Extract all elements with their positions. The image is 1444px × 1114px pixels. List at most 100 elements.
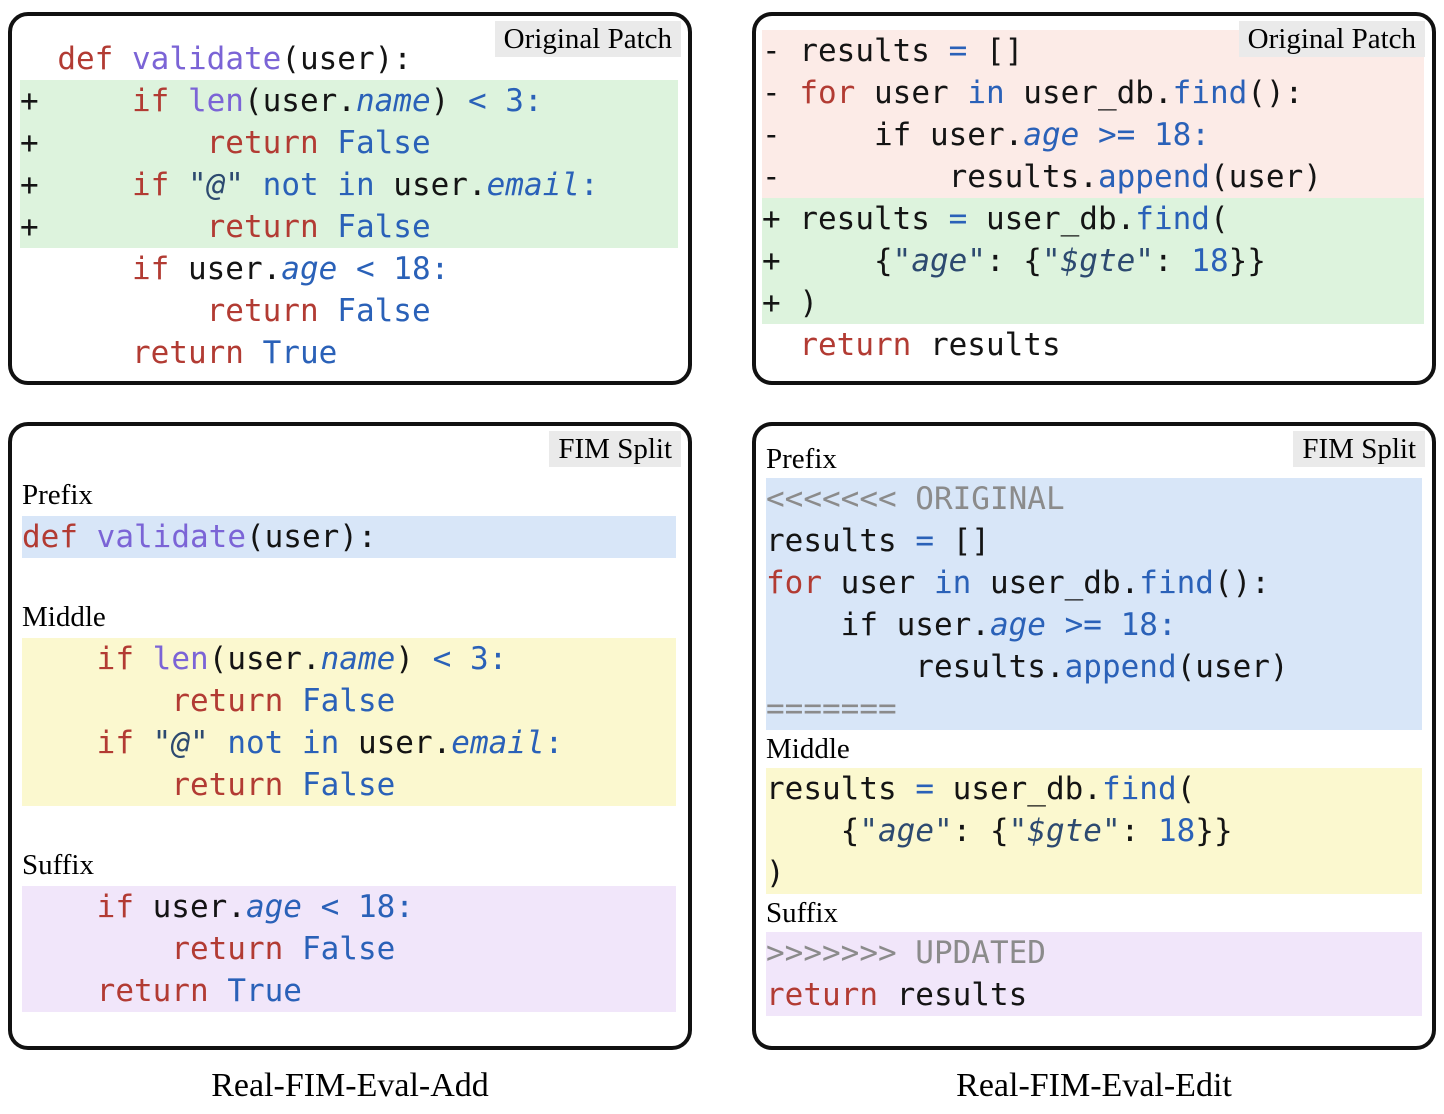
code-token: (): [1213, 565, 1270, 601]
code-token [22, 931, 171, 967]
code-token: False [337, 209, 431, 245]
code-token: "@" [152, 725, 209, 761]
code-token: (user) [1176, 649, 1289, 685]
code-token: (user) [1209, 159, 1322, 195]
code-token: user_db. [967, 201, 1136, 237]
code-token: results [877, 977, 1028, 1013]
code-token: < 3: [467, 83, 543, 119]
code-token: ======= [766, 691, 897, 727]
corner-tag: FIM Split [1293, 431, 1425, 467]
code-line: <<<<<<< ORIGINAL [766, 478, 1422, 520]
code-token: if [131, 167, 170, 203]
code-token [113, 41, 132, 77]
code-token: def [57, 41, 114, 77]
code-token: validate [96, 519, 246, 555]
code-token: + [20, 209, 207, 245]
code-line: def validate(user): [22, 516, 676, 558]
code-line: {"age": {"$gte": 18}} [766, 810, 1422, 852]
code-token: len [152, 641, 209, 677]
code-line: - results = [] [762, 30, 1424, 72]
code-token: = [915, 523, 934, 559]
code-token: name [320, 641, 396, 677]
code-token [20, 251, 132, 287]
code-line: + return False [20, 122, 678, 164]
code-token: - if user. [762, 117, 1024, 153]
panel-edit-original-patch: Original Patch- results = []- for user i… [752, 12, 1436, 385]
code-line: results = user_db.find( [766, 768, 1422, 810]
code-line: ) [766, 852, 1422, 894]
code-line: + results = user_db.find( [762, 198, 1424, 240]
code-token: True [262, 335, 338, 371]
code-line: if user.age >= 18: [766, 604, 1422, 646]
section-label-prefix: Prefix [766, 443, 837, 475]
figure-caption-add: Real-FIM-Eval-Add [211, 1067, 489, 1104]
code-token: - results. [762, 159, 1098, 195]
code-token: user_db. [933, 771, 1102, 807]
code-token: ) [395, 641, 433, 677]
code-token: }} [1195, 813, 1233, 849]
code-token: def [22, 519, 78, 555]
code-token [134, 725, 153, 761]
code-token: (user. [208, 641, 321, 677]
code-token: return [206, 125, 319, 161]
code-token: + [20, 83, 132, 119]
code-token: return [171, 683, 284, 719]
code-token: age [989, 607, 1046, 643]
code-token: ( [1209, 201, 1229, 237]
code-token: ( [1176, 771, 1196, 807]
code-token: age [245, 889, 302, 925]
code-token: not in [227, 725, 340, 761]
code-line: + if "@" not in user.email: [20, 164, 678, 206]
code-line: if "@" not in user.email: [22, 722, 676, 764]
code-token [22, 973, 97, 1009]
corner-tag: FIM Split [549, 431, 681, 467]
code-token: return [206, 209, 319, 245]
code-line: def validate(user): [20, 38, 678, 80]
code-token: { [766, 813, 860, 849]
code-token: user [855, 75, 968, 111]
code-token: 18 [1191, 243, 1229, 279]
code-token: False [301, 767, 396, 803]
code-token: in [967, 75, 1005, 111]
code-token: : [579, 167, 599, 203]
code-token: for [766, 565, 822, 601]
code-line: for user in user_db.find(): [766, 562, 1422, 604]
code-token: user. [133, 889, 246, 925]
code-token: + [20, 167, 132, 203]
code-line: return results [762, 324, 1424, 366]
code-token [78, 519, 97, 555]
code-token [337, 251, 356, 287]
code-token: if user. [766, 607, 990, 643]
code-token: if [131, 83, 170, 119]
code-token [134, 641, 153, 677]
code-token: False [337, 293, 431, 329]
code-block: def validate(user): [20, 38, 678, 80]
code-line: >>>>>>> UPDATED [766, 932, 1422, 974]
code-token: False [301, 683, 396, 719]
code-token: "$gte" [1008, 813, 1121, 849]
code-token: + [20, 125, 207, 161]
code-block-removed: - results = []- for user in user_db.find… [762, 30, 1424, 198]
code-token: results [766, 771, 916, 807]
figure-caption-edit: Real-FIM-Eval-Edit [956, 1067, 1232, 1104]
code-token: (user. [243, 83, 356, 119]
code-token: : [1153, 243, 1192, 279]
code-line: return False [22, 680, 676, 722]
code-line: - if user.age >= 18: [762, 114, 1424, 156]
code-block-added: + if len(user.name) < 3:+ return False+ … [20, 80, 678, 248]
code-line: results.append(user) [766, 646, 1422, 688]
code-token: append [1097, 159, 1210, 195]
code-token: if [96, 641, 134, 677]
code-token: user. [374, 167, 487, 203]
section-label-prefix: Prefix [22, 479, 93, 511]
code-token [209, 973, 228, 1009]
code-token: "$gte" [1041, 243, 1154, 279]
code-token: True [227, 973, 302, 1009]
code-token: - results [762, 33, 949, 69]
code-token: < 3: [432, 641, 508, 677]
corner-tag: Original Patch [494, 21, 681, 57]
code-line: return results [766, 974, 1422, 1016]
code-token: in [933, 565, 972, 601]
